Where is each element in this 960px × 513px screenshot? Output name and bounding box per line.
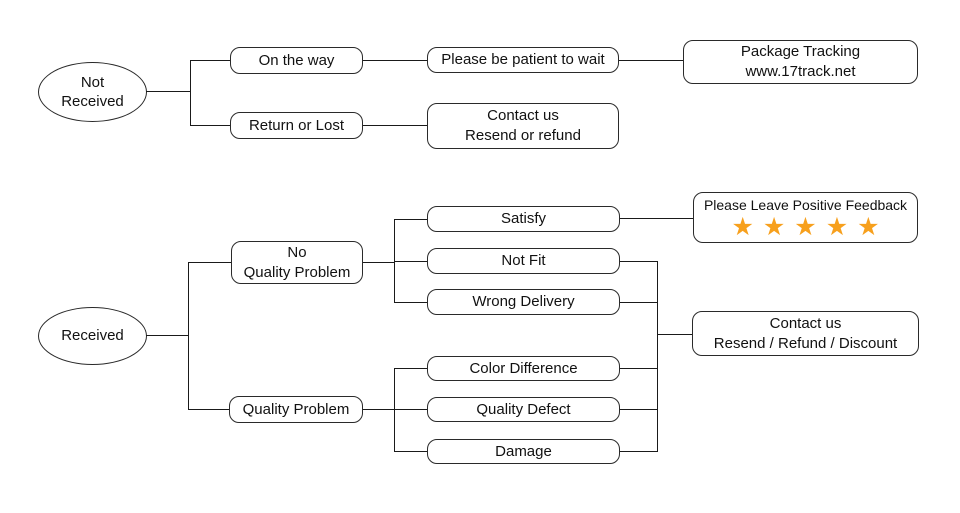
- connector-line: [188, 409, 229, 411]
- resend-refund-label: Resend or refund: [465, 127, 581, 144]
- connector-line: [363, 60, 427, 62]
- connector-line: [394, 219, 427, 221]
- quality-problem-node: Quality Problem: [229, 396, 363, 423]
- return-or-lost-node: Return or Lost: [230, 112, 363, 139]
- not-received-label: Not Received: [61, 73, 124, 111]
- received-node: Received: [38, 307, 147, 365]
- connector-line: [188, 262, 190, 410]
- connector-line: [146, 335, 189, 337]
- on-the-way-label: On the way: [258, 51, 335, 69]
- connector-line: [657, 261, 659, 452]
- positive-feedback-label: Please Leave Positive Feedback: [703, 197, 908, 214]
- no-quality-problem-node: No Quality Problem: [231, 241, 363, 284]
- on-the-way-node: On the way: [230, 47, 363, 74]
- connector-line: [363, 262, 394, 264]
- not-received-node: Not Received: [38, 62, 147, 122]
- contact-resend-refund-discount-node: Contact us Resend / Refund / Discount: [692, 311, 919, 356]
- connector-line: [190, 60, 192, 126]
- connector-line: [190, 125, 230, 127]
- connector-line: [657, 334, 692, 336]
- connector-line: [363, 125, 427, 127]
- connector-line: [188, 262, 231, 264]
- be-patient-node: Please be patient to wait: [427, 47, 619, 73]
- tracking-url-label: www.17track.net: [745, 63, 856, 80]
- connector-line: [146, 91, 191, 93]
- color-difference-node: Color Difference: [427, 356, 620, 381]
- connector-line: [620, 368, 657, 370]
- contact-resend-refund-node: Contact us Resend or refund: [427, 103, 619, 149]
- color-difference-label: Color Difference: [469, 359, 578, 377]
- contact-us-label: Contact us: [487, 107, 559, 125]
- damage-node: Damage: [427, 439, 620, 464]
- not-fit-label: Not Fit: [501, 252, 546, 270]
- connector-line: [620, 218, 693, 220]
- be-patient-label: Please be patient to wait: [441, 51, 605, 69]
- five-star-rating-icon: ★★★★★: [731, 212, 889, 241]
- quality-defect-node: Quality Defect: [427, 397, 620, 422]
- connector-line: [620, 451, 657, 453]
- damage-label: Damage: [495, 442, 552, 460]
- connector-line: [394, 451, 427, 453]
- wrong-delivery-label: Wrong Delivery: [472, 293, 575, 311]
- received-label: Received: [61, 327, 124, 345]
- package-tracking-label: Package Tracking: [740, 43, 861, 61]
- positive-feedback-node: Please Leave Positive Feedback ★★★★★: [693, 192, 918, 243]
- satisfy-node: Satisfy: [427, 206, 620, 232]
- not-fit-node: Not Fit: [427, 248, 620, 274]
- connector-line: [620, 302, 657, 304]
- package-tracking-node: Package Tracking www.17track.net: [683, 40, 918, 84]
- no-quality-problem-label-line1: No: [287, 243, 307, 261]
- connector-line: [394, 261, 427, 263]
- connector-line: [190, 60, 230, 62]
- connector-line: [394, 368, 427, 370]
- connector-line: [363, 409, 394, 411]
- quality-defect-label: Quality Defect: [476, 400, 571, 418]
- contact-us-label: Contact us: [769, 314, 842, 332]
- no-quality-problem-label-line2: Quality Problem: [243, 263, 351, 281]
- wrong-delivery-node: Wrong Delivery: [427, 289, 620, 315]
- connector-line: [394, 302, 427, 304]
- connector-line: [394, 409, 427, 411]
- connector-line: [620, 261, 657, 263]
- return-or-lost-label: Return or Lost: [248, 116, 345, 134]
- connector-line: [619, 60, 683, 62]
- connector-line: [620, 409, 657, 411]
- satisfy-label: Satisfy: [500, 210, 546, 228]
- resend-refund-discount-label: Resend / Refund / Discount: [713, 334, 898, 352]
- quality-problem-label: Quality Problem: [242, 400, 350, 418]
